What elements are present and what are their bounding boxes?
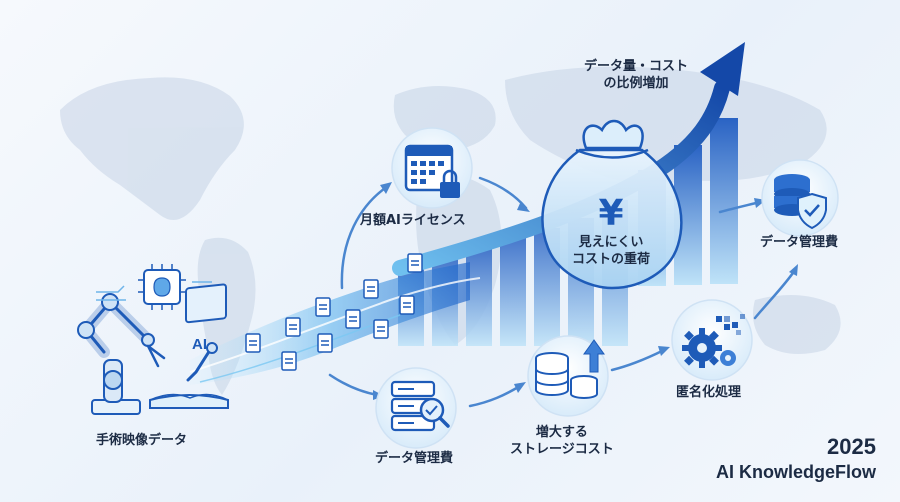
anonymize-icon-group bbox=[671, 299, 753, 381]
ai-screen-text: AI bbox=[192, 336, 207, 353]
document-icon bbox=[281, 351, 297, 371]
label-hidden-cost-line2: コストの重荷 bbox=[572, 252, 651, 267]
brand-year: 2025 bbox=[827, 434, 876, 459]
label-proportional-line2: の比例増加 bbox=[603, 76, 669, 91]
label-monthly-ai-license: 月額AIライセンス bbox=[360, 213, 466, 228]
label-proportional-increase: データ量・コスト の比例増加 bbox=[584, 58, 688, 92]
label-growing-storage-line1: 増大する bbox=[535, 425, 588, 440]
document-icons bbox=[245, 253, 423, 371]
arrow-to-storage bbox=[468, 384, 522, 408]
document-icon bbox=[399, 295, 415, 315]
label-hidden-cost: 見えにくい コストの重荷 bbox=[572, 234, 650, 268]
surgical-tool-icon bbox=[186, 348, 212, 382]
secure-database-icon-group bbox=[761, 159, 839, 237]
document-icon bbox=[245, 333, 261, 353]
document-icon bbox=[285, 317, 301, 337]
bar-3 bbox=[466, 248, 492, 346]
shield-check-icon bbox=[797, 192, 827, 230]
license-icon-group bbox=[391, 127, 473, 209]
arrow-to-data-mgmt-right bbox=[753, 268, 797, 320]
bar-10 bbox=[710, 118, 738, 284]
data-mgmt-icon-group bbox=[375, 367, 457, 449]
label-proportional-line1: データ量・コスト bbox=[584, 59, 689, 74]
database-stack-icon bbox=[535, 352, 598, 399]
surgical-robot-illustration: AI bbox=[77, 264, 229, 415]
magnifier-icon bbox=[419, 397, 450, 428]
storage-icon-group bbox=[527, 335, 609, 417]
up-arrow-icon bbox=[583, 339, 605, 373]
arrow-to-license bbox=[340, 184, 390, 290]
brand-name: AI KnowledgeFlow bbox=[716, 462, 876, 482]
document-icon bbox=[373, 319, 389, 339]
document-icon bbox=[315, 297, 331, 317]
arrow-to-data-mgmt bbox=[328, 373, 380, 397]
arrow-to-anonymize bbox=[610, 348, 666, 372]
label-data-management-cost-bottom: データ管理費 bbox=[375, 451, 454, 466]
document-icon bbox=[363, 279, 379, 299]
document-icon bbox=[317, 333, 333, 353]
label-growing-storage-line2: ストレージコスト bbox=[510, 442, 614, 457]
document-icon bbox=[407, 253, 423, 273]
yen-money-bag-icon: ¥ bbox=[541, 119, 683, 290]
gear-icon bbox=[682, 328, 736, 368]
label-hidden-cost-line1: 見えにくい bbox=[578, 235, 644, 250]
yen-symbol: ¥ bbox=[598, 193, 623, 234]
ai-screen-icon bbox=[185, 283, 227, 324]
bar-4 bbox=[500, 238, 526, 346]
lock-icon bbox=[440, 182, 460, 198]
label-anonymization: 匿名化処理 bbox=[676, 385, 742, 400]
label-surgery-video-data: 手術映像データ bbox=[96, 433, 188, 448]
pixel-blocks-icon bbox=[716, 314, 745, 335]
document-icon bbox=[345, 309, 361, 329]
database-icon bbox=[774, 174, 810, 216]
label-growing-storage-cost: 増大する ストレージコスト bbox=[510, 424, 614, 458]
label-data-management-cost-right: データ管理費 bbox=[760, 235, 839, 250]
